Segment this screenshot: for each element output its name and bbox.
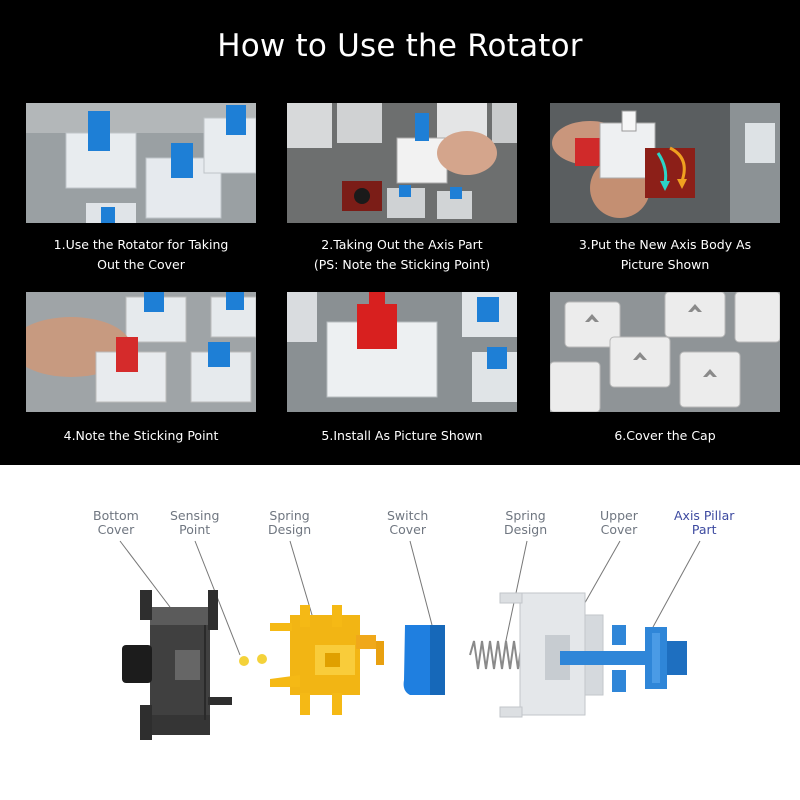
switch-cover-part	[403, 625, 445, 695]
step-1-photo	[26, 103, 256, 223]
step-5-caption: 5.Install As Picture Shown	[277, 426, 527, 446]
label-sensing-point: Sensing Point	[170, 508, 220, 537]
sensing-point-dot	[239, 656, 249, 666]
step-4-photo	[26, 292, 256, 412]
label-spring-design-right: Spring Design	[504, 508, 548, 537]
step-6-photo	[550, 292, 780, 412]
spring-coil	[469, 640, 527, 670]
step-3-caption: 3.Put the New Axis Body As Picture Shown	[540, 235, 790, 275]
step-4-caption-line1: 4.Note the Sticking Point	[63, 428, 219, 443]
step-4-caption: 4.Note the Sticking Point	[16, 426, 266, 446]
step-5-photo	[287, 292, 517, 412]
step-2-caption-line1: 2.Taking Out the Axis Part	[321, 237, 483, 252]
step-6-caption: 6.Cover the Cap	[540, 426, 790, 446]
spring-frame-part	[270, 605, 384, 715]
axis-pillar-part	[560, 625, 687, 692]
label-bottom-cover: Bottom Cover	[93, 508, 139, 537]
label-switch-cover: Switch Cover	[387, 508, 429, 537]
step-6-caption-line1: 6.Cover the Cap	[614, 428, 716, 443]
step-3-caption-line1: 3.Put the New Axis Body As	[578, 237, 752, 252]
step-3-photo	[550, 103, 780, 223]
exploded-switch-diagram: Bottom Cover Sensing Point Spring Design…	[0, 465, 800, 800]
label-spring-design-left: Spring Design	[268, 508, 312, 537]
sensing-point-dot	[257, 654, 267, 664]
page-title: How to Use the Rotator	[217, 28, 583, 64]
step-1-caption-line1: 1.Use the Rotator for Taking	[53, 237, 229, 252]
step-2-caption-line2: (PS: Note the Sticking Point)	[313, 257, 491, 272]
step-2-caption: 2.Taking Out the Axis Part (PS: Note the…	[277, 235, 527, 275]
step-1-caption: 1.Use the Rotator for Taking Out the Cov…	[16, 235, 266, 275]
diagram-drawing	[119, 540, 701, 740]
label-upper-cover: Upper Cover	[600, 508, 638, 537]
step-1-caption-line2: Out the Cover	[97, 257, 185, 272]
label-axis-pillar-part: Axis Pillar Part	[674, 508, 735, 537]
step-3-caption-line2: Picture Shown	[620, 257, 710, 272]
step-5-caption-line1: 5.Install As Picture Shown	[321, 428, 483, 443]
step-2-photo	[287, 103, 517, 223]
bottom-cover-part	[122, 590, 232, 740]
